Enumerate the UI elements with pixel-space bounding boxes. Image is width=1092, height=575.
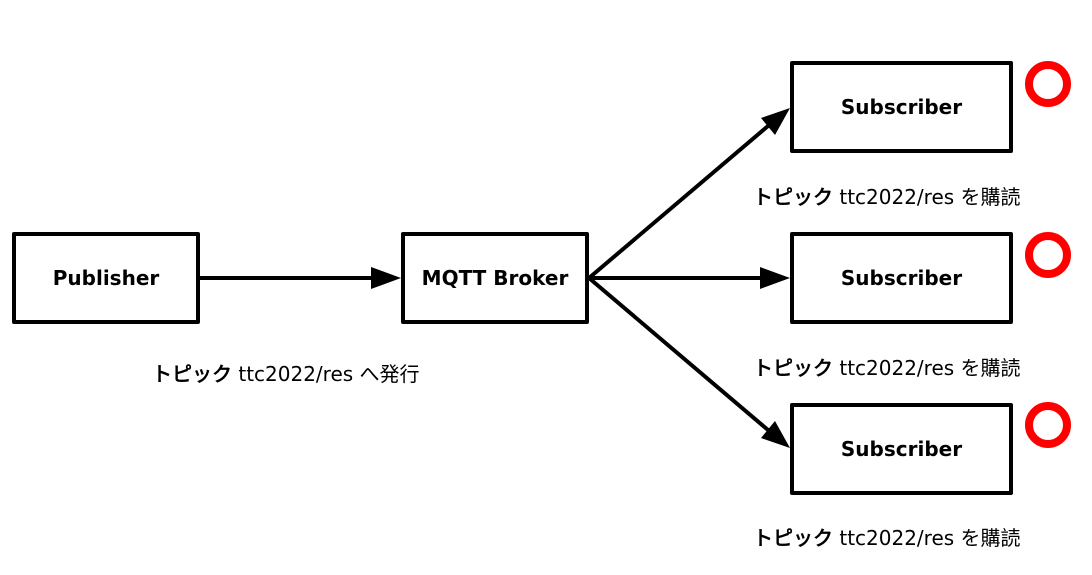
caption-keyword: トピック <box>753 526 833 550</box>
subscribe-caption-1: トピック ttc2022/res を購読 <box>753 181 1021 210</box>
arrowhead-icon <box>761 421 790 448</box>
success-circle-icon <box>1025 232 1071 278</box>
broker-node: MQTT Broker <box>401 232 589 324</box>
arrowhead-icon <box>761 108 790 135</box>
publisher-node: Publisher <box>12 232 200 324</box>
caption-keyword: トピック <box>753 185 833 209</box>
publish-caption: トピック ttc2022/res へ発行 <box>152 358 420 387</box>
caption-text: ttc2022/res を購読 <box>833 356 1021 380</box>
subscriber-node-1: Subscriber <box>790 61 1013 153</box>
success-circle-icon <box>1025 61 1071 107</box>
broker-label: MQTT Broker <box>421 266 569 290</box>
caption-text: ttc2022/res を購読 <box>833 526 1021 550</box>
caption-text: ttc2022/res へ発行 <box>232 362 420 386</box>
arrowhead-icon <box>760 267 790 289</box>
arrowhead-icon <box>371 267 401 289</box>
subscribe-caption-3: トピック ttc2022/res を購読 <box>753 522 1021 551</box>
edge-broker-subscriber-1 <box>587 124 770 280</box>
subscriber-node-3: Subscriber <box>790 403 1013 495</box>
publisher-label: Publisher <box>52 266 160 290</box>
caption-keyword: トピック <box>152 362 232 386</box>
caption-text: ttc2022/res を購読 <box>833 185 1021 209</box>
subscribe-caption-2: トピック ttc2022/res を購読 <box>753 352 1021 381</box>
success-circle-icon <box>1025 402 1071 448</box>
caption-keyword: トピック <box>753 356 833 380</box>
subscriber-node-2: Subscriber <box>790 232 1013 324</box>
subscriber-label: Subscriber <box>840 266 963 290</box>
subscriber-label: Subscriber <box>840 437 963 461</box>
subscriber-label: Subscriber <box>840 95 963 119</box>
edge-broker-subscriber-3 <box>587 276 770 432</box>
